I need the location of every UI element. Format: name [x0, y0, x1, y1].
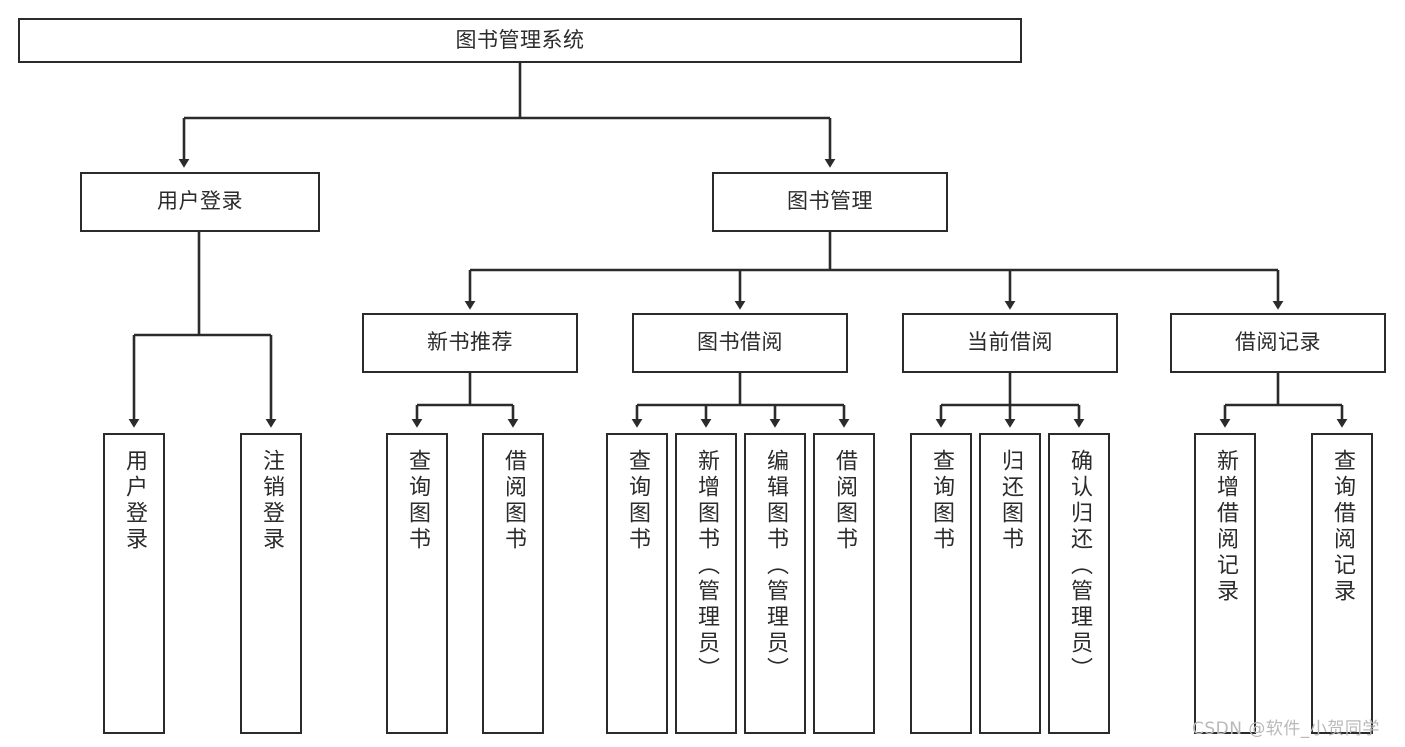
- node-user-login[interactable]: 用户登录: [80, 172, 320, 232]
- node-book-management[interactable]: 图书管理: [712, 172, 948, 232]
- node-leaf-return-book[interactable]: 归还图书: [979, 433, 1041, 734]
- node-book-borrow[interactable]: 图书借阅: [632, 313, 848, 373]
- node-leaf-user-login-label: 用户登录: [122, 449, 147, 553]
- node-leaf-query-record[interactable]: 查询借阅记录: [1311, 433, 1373, 734]
- node-leaf-query-record-label: 查询借阅记录: [1330, 449, 1355, 605]
- node-root[interactable]: 图书管理系统: [18, 18, 1022, 63]
- node-borrow-record-label: 借阅记录: [1235, 330, 1321, 355]
- node-new-book-recommend[interactable]: 新书推荐: [362, 313, 578, 373]
- node-leaf-logout[interactable]: 注销登录: [240, 433, 302, 734]
- node-leaf-query-book-2-label: 查询图书: [625, 449, 650, 553]
- node-leaf-borrow-book-1[interactable]: 借阅图书: [482, 433, 544, 734]
- node-book-borrow-label: 图书借阅: [697, 330, 783, 355]
- node-leaf-edit-book-label: 编辑图书（管理员）: [763, 449, 788, 683]
- node-root-label: 图书管理系统: [455, 27, 585, 52]
- node-leaf-user-login[interactable]: 用户登录: [103, 433, 165, 734]
- node-leaf-confirm-return-label: 确认归还（管理员）: [1067, 449, 1092, 683]
- node-new-book-recommend-label: 新书推荐: [427, 330, 513, 355]
- node-current-borrow[interactable]: 当前借阅: [902, 313, 1118, 373]
- node-leaf-edit-book[interactable]: 编辑图书（管理员）: [744, 433, 806, 734]
- node-leaf-logout-label: 注销登录: [259, 449, 284, 553]
- node-leaf-add-record-label: 新增借阅记录: [1213, 449, 1238, 605]
- node-current-borrow-label: 当前借阅: [967, 330, 1053, 355]
- node-leaf-add-record[interactable]: 新增借阅记录: [1194, 433, 1256, 734]
- node-leaf-query-book-1-label: 查询图书: [405, 449, 430, 553]
- node-leaf-query-book-3-label: 查询图书: [929, 449, 954, 553]
- node-leaf-confirm-return[interactable]: 确认归还（管理员）: [1048, 433, 1110, 734]
- node-leaf-add-book-label: 新增图书（管理员）: [694, 449, 719, 683]
- node-leaf-return-book-label: 归还图书: [998, 449, 1023, 553]
- node-leaf-add-book[interactable]: 新增图书（管理员）: [675, 433, 737, 734]
- node-book-management-label: 图书管理: [787, 189, 873, 214]
- node-leaf-query-book-3[interactable]: 查询图书: [910, 433, 972, 734]
- node-leaf-borrow-book-2-label: 借阅图书: [832, 449, 857, 553]
- node-borrow-record[interactable]: 借阅记录: [1170, 313, 1386, 373]
- node-leaf-borrow-book-2[interactable]: 借阅图书: [813, 433, 875, 734]
- csdn-watermark: CSDN @软件_小贺同学: [1192, 719, 1380, 739]
- node-leaf-query-book-2[interactable]: 查询图书: [606, 433, 668, 734]
- node-user-login-label: 用户登录: [157, 189, 243, 214]
- node-leaf-query-book-1[interactable]: 查询图书: [386, 433, 448, 734]
- node-leaf-borrow-book-1-label: 借阅图书: [501, 449, 526, 553]
